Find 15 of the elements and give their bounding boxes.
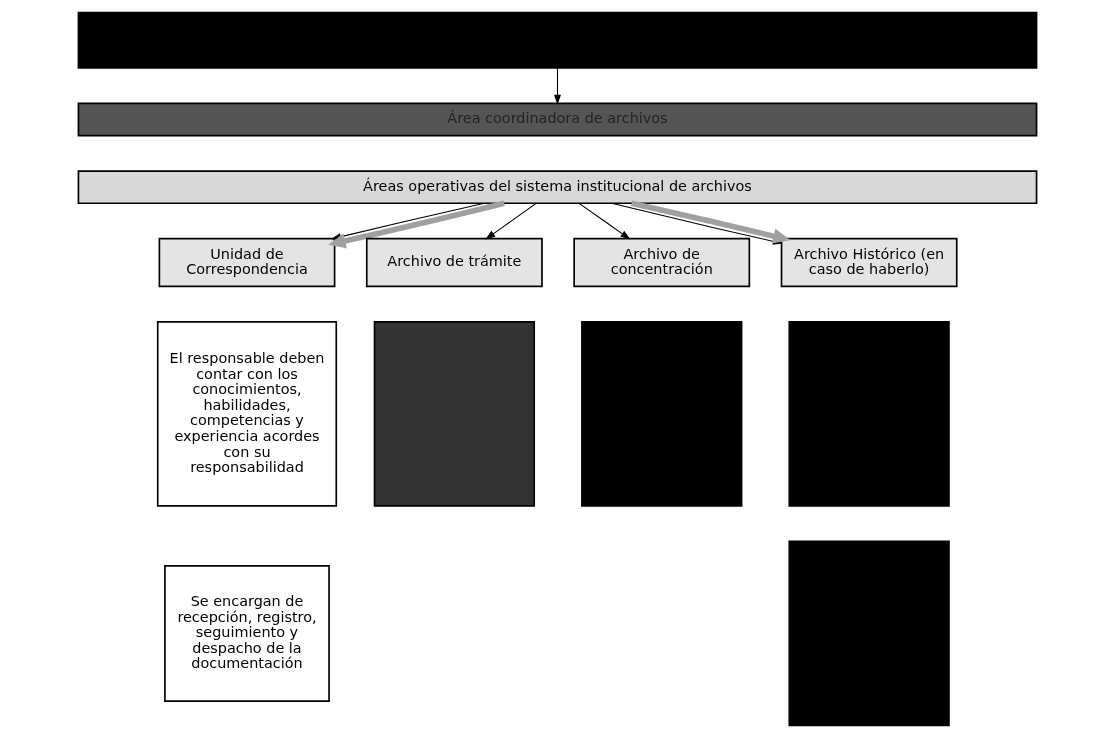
node-box [787, 540, 950, 727]
arrow [578, 202, 630, 240]
node-box: Se encargan de recepción, registro, seguimiento y despacho de la documentación [163, 565, 330, 702]
node-box [77, 11, 1037, 69]
node-box: Archivo de concentración [572, 237, 750, 288]
node-box [373, 321, 535, 507]
node-box: Archivo de trámite [365, 237, 543, 288]
node-box: Archivo Histórico (en caso de haberlo) [780, 237, 958, 288]
node-box: Unidad de Correspondencia [158, 237, 335, 288]
node-box [787, 321, 950, 507]
node-box: Áreas operativas del sistema institucional de archivos [77, 170, 1037, 205]
node-box: El responsable deben contar con los conocimientos, habilidades, competencias y experiencia acordes con su responsabilidad [156, 321, 337, 507]
node-box [580, 321, 742, 507]
arrow [553, 67, 561, 105]
arrow [484, 202, 537, 240]
